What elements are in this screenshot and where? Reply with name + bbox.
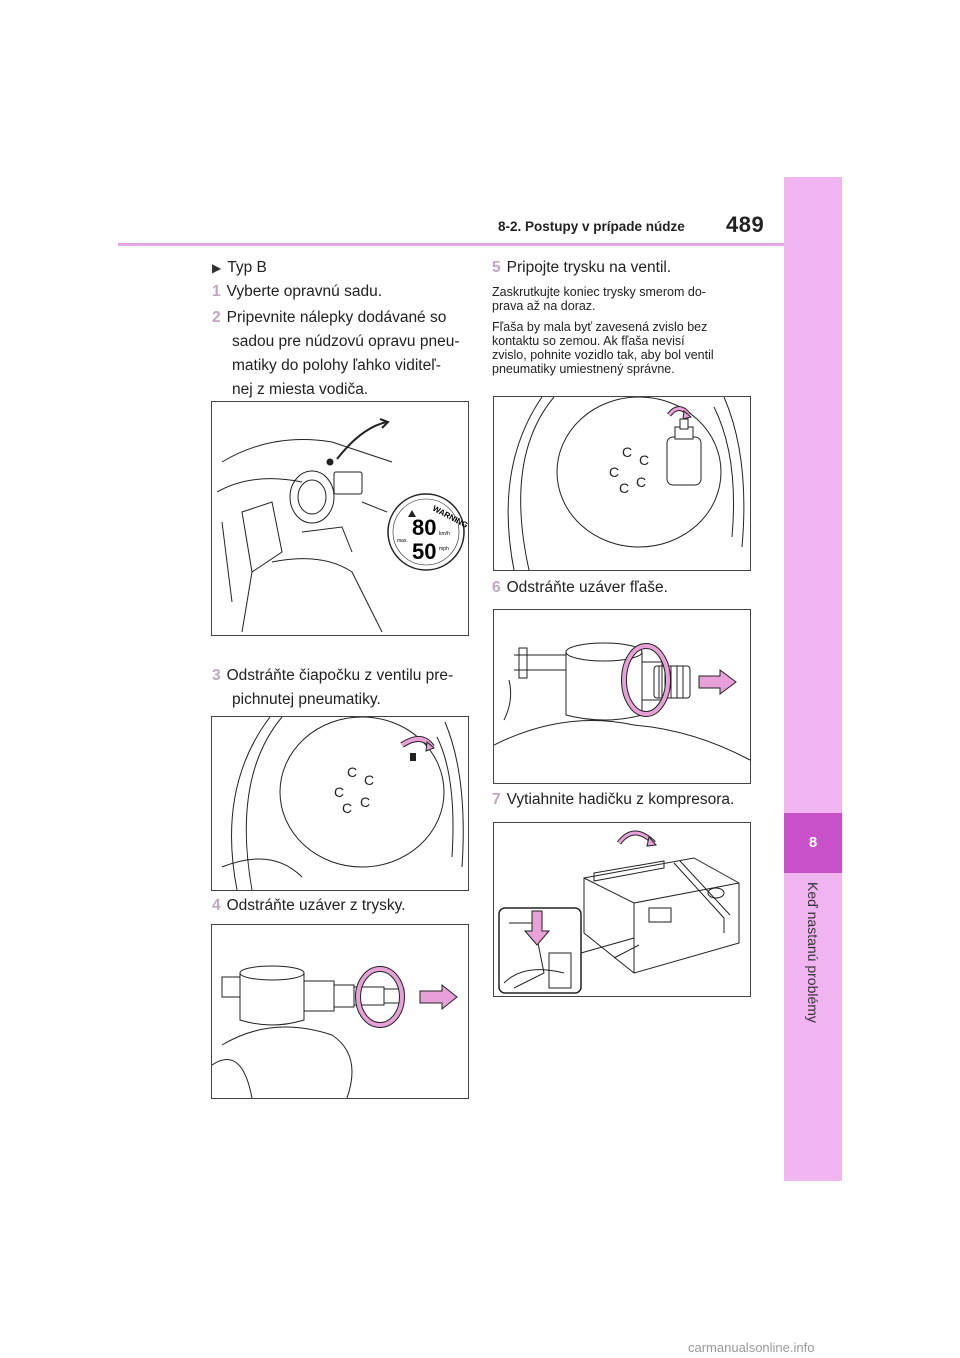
triangle-bullet-icon: ▶ xyxy=(212,261,222,275)
svg-text:C: C xyxy=(609,464,619,480)
compressor-illustration xyxy=(498,830,740,994)
warning-sticker-icon: WARNING 80 50 km/h mph max. xyxy=(387,493,468,571)
svg-text:km/h: km/h xyxy=(439,531,450,537)
svg-text:C: C xyxy=(639,452,649,468)
chapter-active-marker xyxy=(784,813,842,873)
bottle-cap-illustration xyxy=(494,642,750,761)
svg-text:80: 80 xyxy=(412,515,436,540)
svg-text:C: C xyxy=(360,794,370,810)
svg-text:C: C xyxy=(619,480,629,496)
svg-text:C: C xyxy=(622,444,632,460)
figure-car-interior: WARNING 80 50 km/h mph max. xyxy=(211,401,469,636)
car-interior-illustration: WARNING 80 50 km/h mph max. xyxy=(216,418,468,633)
section-title: 8-2. Postupy v prípade núdze xyxy=(498,219,685,234)
figure-bottle-cap xyxy=(493,609,751,784)
type-heading: ▶Typ B xyxy=(212,259,267,276)
footer-watermark: carmanualsonline.info xyxy=(688,1340,815,1355)
note-screw-nozzle: Zaskrutkujte koniec trysky smerom do- pr… xyxy=(492,285,706,313)
chapter-number: 8 xyxy=(808,834,818,851)
svg-text:C: C xyxy=(636,474,646,490)
svg-text:C: C xyxy=(364,772,374,788)
header-rule xyxy=(118,243,784,246)
svg-text:C: C xyxy=(342,800,352,816)
chapter-side-tab xyxy=(784,177,842,1181)
note-bottle-hang: Fľaša by mala byť zavesená zvislo bez ko… xyxy=(492,320,714,376)
figure-nozzle-cap xyxy=(211,924,469,1099)
svg-text:max.: max. xyxy=(397,538,408,544)
page-number: 489 xyxy=(726,212,765,237)
chapter-title: Keď nastanú problémy xyxy=(805,882,821,1023)
svg-text:C: C xyxy=(334,784,344,800)
svg-text:50: 50 xyxy=(412,539,436,564)
nozzle-illustration xyxy=(212,965,458,1098)
figure-compressor-hose xyxy=(493,822,751,997)
svg-text:mph: mph xyxy=(439,546,449,552)
svg-text:C: C xyxy=(347,764,357,780)
